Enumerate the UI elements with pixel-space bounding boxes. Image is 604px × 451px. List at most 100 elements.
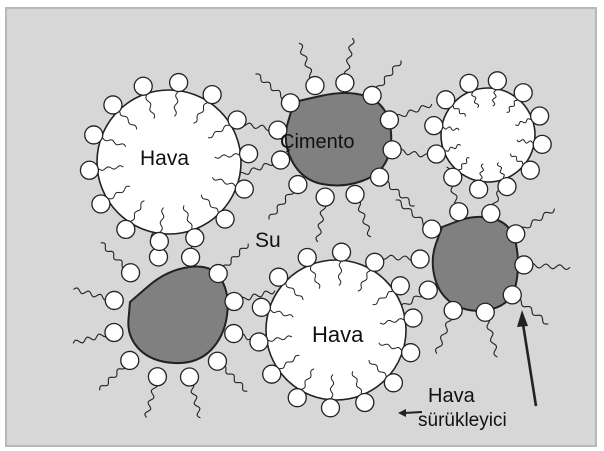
air-bubble-top-right-surfactant-head	[520, 160, 540, 180]
air-bubble-bottom-surfactant-head	[268, 267, 289, 287]
air-entrainer-label-line2: sürükleyici	[418, 410, 507, 431]
air-bubble-top-left-inner-tail	[173, 92, 179, 117]
air-bubble-top-right-inner-tail	[458, 157, 470, 171]
air-bubble-top-right-inner-tail	[445, 144, 461, 152]
arrow-to-entrainer-line	[403, 411, 423, 414]
air-bubble-top-left-surfactant-head	[103, 95, 123, 115]
air-bubble-top-right-surfactant-head	[424, 116, 444, 136]
air-bubble-bottom-inner-tail	[301, 368, 315, 390]
air-bubble-top-left-inner-tail	[207, 124, 230, 139]
air-bubble-bottom-surfactant-head	[403, 308, 423, 328]
air-bubble-bottom-surfactant-head	[390, 276, 410, 296]
air-bubble-bottom-inner-tail	[372, 290, 393, 306]
air-bubble-top-left	[96, 89, 242, 235]
cement-left-surfactant-head	[104, 322, 124, 343]
air-bubble-top-right-surfactant-head	[459, 73, 479, 94]
air-bubble-top-right-surfactant-head	[436, 90, 456, 110]
cement-right-surfactant-head	[418, 280, 438, 300]
air-bubble-top-left-inner-tail	[159, 207, 165, 232]
air-bubble-top-right-inner-tail	[452, 105, 466, 117]
cement-top-surfactant-head	[280, 93, 301, 113]
cement-particle-left	[127, 265, 229, 365]
air-bubble-top-right-inner-tail	[479, 163, 484, 180]
air-bubble-bottom-inner-tail	[368, 359, 387, 377]
air-bubble-bottom-surfactant-head	[320, 398, 341, 418]
air-bubble-top-right-inner-tail	[471, 92, 479, 108]
air-bubble-top-right-surfactant-head	[469, 179, 489, 199]
cement-right-surfactant-head	[449, 202, 469, 222]
air-bubble-bottom-surfactant-head	[297, 247, 317, 268]
cement-left-surfactant-head	[147, 367, 168, 387]
air-bubble-top-left-inner-tail	[130, 200, 145, 222]
air-bubble-top-left-surfactant-head	[185, 228, 205, 248]
cement-right-surfactant-head	[506, 224, 526, 244]
air-bubble-bottom-inner-tail	[351, 371, 362, 394]
water-label: Su	[255, 229, 281, 252]
air-bubble-top-left-inner-tail	[193, 102, 208, 124]
cement-top-surfactant-head	[382, 140, 402, 160]
air-entrainer-label-line1: Hava	[428, 385, 475, 407]
diagram-frame	[5, 7, 597, 447]
air-bubble-top-left-inner-tail	[214, 153, 240, 159]
air-bubble-bottom-inner-tail	[337, 261, 343, 286]
air-bubble-bottom-inner-tail	[357, 270, 371, 292]
cement-top-surfactant-head	[268, 120, 288, 140]
cement-left-surfactant-head	[104, 290, 124, 311]
air-bubble-top-right-surfactant-head	[513, 83, 533, 103]
air-bubble-top-right-inner-tail	[510, 153, 524, 165]
air-bubble-top-right-surfactant-head	[532, 134, 552, 154]
air-bubble-bottom-inner-tail	[310, 266, 321, 289]
air-bubble-top-right-inner-tail	[506, 99, 518, 113]
air-bubble-top-left-surfactant-head	[149, 231, 170, 252]
cement-left-surfactant-head	[180, 247, 201, 267]
air-bubble-bottom-surfactant-head	[365, 252, 385, 272]
air-bubble-top-right-inner-tail	[497, 162, 505, 178]
arrow-up-line	[521, 323, 538, 407]
air-bubble-top-left-surfactant-head	[84, 125, 104, 145]
air-bubble-top-left-surfactant-head	[227, 110, 247, 130]
air-bubble-top-left-surfactant-head	[238, 144, 259, 164]
cement-left-surfactant-head	[120, 350, 140, 371]
air-bubble-top-left-surfactant-head	[202, 84, 222, 105]
air-bubble-top-left-inner-tail	[212, 177, 236, 187]
air-bubble-top-left-surfactant-head	[116, 219, 136, 240]
cement-left-surfactant-head	[224, 291, 244, 312]
cement-particle-label: Çimento	[280, 131, 355, 153]
air-bubble-top-left-surfactant-head	[168, 72, 189, 93]
air-bubble-top-left-surfactant-head	[133, 76, 153, 96]
air-bubble-top-left-inner-tail	[108, 185, 131, 200]
cement-top-surfactant-head	[379, 110, 400, 130]
cement-right-surfactant-head	[502, 285, 522, 305]
air-bubble-bottom-surfactant-head	[331, 242, 352, 262]
air-bubble-top-right-inner-tail	[492, 90, 497, 107]
air-bubble-bottom-surfactant-head	[400, 343, 421, 363]
cement-right-surfactant-head	[475, 302, 495, 322]
air-bubble-top-left-surfactant-head	[79, 160, 100, 180]
cement-top-surfactant-head	[305, 75, 325, 96]
air-bubble-top-right-surfactant-head	[497, 176, 517, 197]
air-bubble-label-top-left: Hava	[140, 147, 190, 170]
cement-top-surfactant-head	[288, 174, 308, 195]
air-bubble-top-left-inner-tail	[98, 165, 124, 171]
cement-right-surfactant-head	[481, 203, 501, 224]
air-bubble-top-right-inner-tail	[516, 139, 533, 144]
cement-left-surfactant-head	[208, 263, 228, 284]
air-bubble-bottom-surfactant-head	[383, 373, 404, 393]
cement-left-surfactant-head	[207, 351, 228, 371]
air-bubble-top-left-inner-tail	[102, 137, 126, 147]
cement-top-surfactant-head	[362, 85, 382, 106]
air-bubble-top-right-surfactant-head	[487, 71, 507, 91]
cement-right-surfactant-head	[410, 249, 430, 269]
air-bubble-top-left-inner-tail	[119, 111, 138, 130]
air-bubble-bottom-inner-tail	[268, 335, 293, 342]
air-bubble-bottom-inner-tail	[285, 283, 304, 301]
air-bubble-bottom-inner-tail	[270, 309, 294, 318]
cement-left-surfactant-head	[224, 323, 244, 344]
air-bubble-top-right	[440, 87, 536, 183]
air-bubble-bottom-surfactant-head	[262, 364, 282, 384]
air-bubble-bottom-surfactant-head	[249, 332, 269, 352]
cement-top-surfactant-head	[369, 167, 390, 187]
air-bubble-top-left-surfactant-head	[234, 179, 254, 199]
cement-top-surfactant-head	[345, 184, 365, 205]
air-bubble-top-left-inner-tail	[145, 95, 156, 119]
